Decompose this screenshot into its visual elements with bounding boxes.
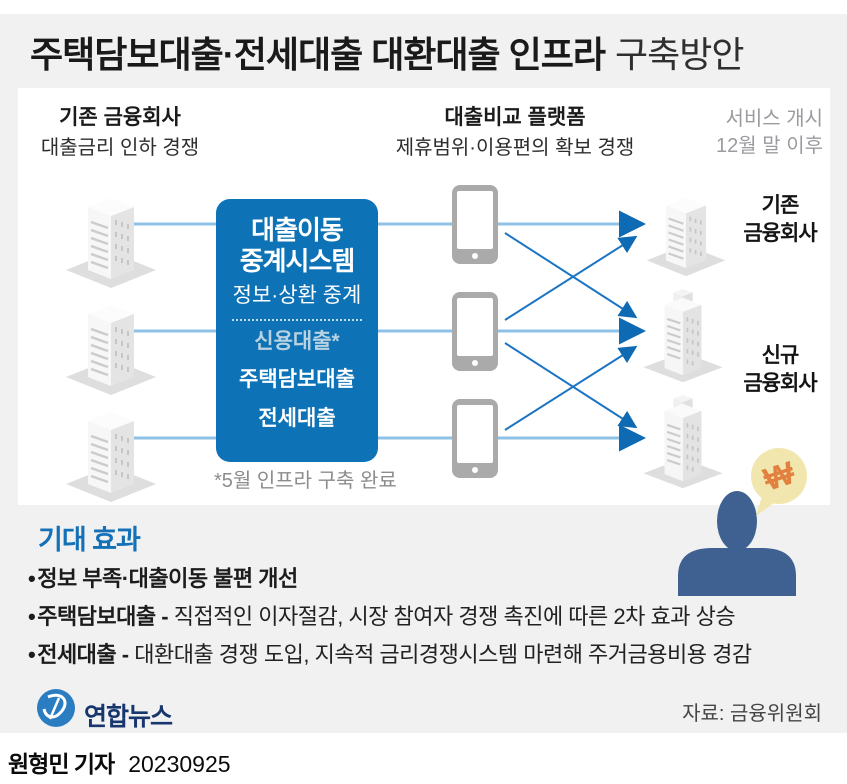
page-title-light: 구축방안: [615, 34, 744, 75]
center-column-title: 대출비교 플랫폼: [444, 106, 586, 129]
bullet-1-bold: 정보 부족·대출이동 불편 개선: [37, 566, 298, 591]
phone-home-button: [472, 467, 478, 473]
smartphone-icon: [452, 185, 498, 264]
effects-bullet-3: •전세대출 - 대환대출 경쟁 도입, 지속적 금리경쟁시스템 마련해 주거금용…: [28, 636, 828, 674]
byline-strip: [0, 733, 847, 784]
service-start-line1: 서비스 개시: [725, 108, 823, 130]
building-icon: [64, 303, 158, 397]
bullet-2-bold: 주택담보대출 -: [37, 604, 174, 629]
label-existing-line1: 기존: [761, 194, 800, 217]
label-new-line2: 금융회사: [743, 372, 817, 395]
relay-title-line1: 대출이동: [251, 215, 344, 245]
phone-screen: [457, 298, 493, 356]
left-column-title: 기존 금융회사: [59, 106, 181, 129]
smartphone-icon: [452, 292, 498, 371]
bullet-2-rest: 직접적인 이자절감, 시장 참여자 경쟁 촉진에 따른 2차 효과 상승: [173, 604, 736, 629]
effects-bullet-1: •정보 부족·대출이동 불편 개선: [28, 560, 828, 598]
building-icon: [642, 287, 724, 384]
bullet-marker: •: [28, 642, 36, 667]
bullet-3-bold: 전세대출 -: [37, 642, 135, 667]
won-speech-bubble-icon: ₩: [751, 448, 807, 516]
phone-screen: [457, 405, 493, 463]
left-column-header: 기존 금융회사 대출금리 인하 경쟁: [25, 104, 215, 162]
phone-home-button: [472, 253, 478, 259]
byline: 원형민 기자 20230925: [8, 745, 231, 779]
label-existing-line2: 금융회사: [743, 222, 817, 245]
publish-date: 20230925: [128, 751, 231, 777]
relay-item-jeonse-loan: 전세대출: [258, 407, 336, 430]
center-column-header: 대출비교 플랫폼 제휴범위·이용편의 확보 경쟁: [335, 104, 695, 162]
phone-screen: [457, 191, 493, 249]
relay-subtitle: 정보·상환 중계: [232, 284, 362, 307]
label-new-line1: 신규: [761, 344, 800, 367]
effects-heading: 기대 효과: [38, 525, 141, 555]
loan-relay-system-box: 대출이동 중계시스템 정보·상환 중계 신용대출* 주택담보대출 전세대출: [216, 199, 378, 462]
data-source: 자료: 금융위원회: [682, 703, 822, 725]
label-existing-financial-company: 기존 금융회사: [728, 192, 832, 248]
label-new-financial-company: 신규 금융회사: [728, 342, 832, 398]
reporter-name: 원형민 기자: [8, 751, 115, 777]
building-icon: [642, 393, 724, 490]
center-column-subtitle: 제휴범위·이용편의 확보 경쟁: [395, 137, 635, 159]
effects-list: •정보 부족·대출이동 불편 개선 •주택담보대출 - 직접적인 이자절감, 시…: [28, 560, 828, 674]
dotted-divider: [232, 319, 362, 321]
relay-item-credit-loan: 신용대출*: [254, 330, 340, 353]
service-start-note: 서비스 개시 12월 말 이후: [716, 106, 823, 160]
building-icon: [64, 196, 158, 290]
bullet-marker: •: [28, 566, 36, 591]
effects-bullet-2: •주택담보대출 - 직접적인 이자절감, 시장 참여자 경쟁 촉진에 따른 2차…: [28, 598, 828, 636]
infra-footnote: *5월 인프라 구축 완료: [214, 470, 397, 492]
relay-item-mortgage-loan: 주택담보대출: [239, 368, 355, 391]
person-silhouette-icon: [678, 491, 796, 596]
relay-title-line2: 중계시스템: [239, 246, 356, 276]
phone-home-button: [472, 360, 478, 366]
left-column-subtitle: 대출금리 인하 경쟁: [40, 137, 200, 159]
service-start-line2: 12월 말 이후: [716, 135, 823, 157]
page-title-bold: 주택담보대출·전세대출 대환대출 인프라: [30, 34, 606, 75]
building-icon: [645, 196, 727, 278]
bullet-3-rest: 대환대출 경쟁 도입, 지속적 금리경쟁시스템 마련해 주거금용비용 경감: [134, 642, 752, 667]
building-icon: [64, 410, 158, 504]
bullet-marker: •: [28, 604, 36, 629]
yonhap-logo-icon: [37, 689, 75, 727]
yonhap-logo-text: 연합뉴스: [84, 703, 173, 731]
smartphone-icon: [452, 399, 498, 478]
